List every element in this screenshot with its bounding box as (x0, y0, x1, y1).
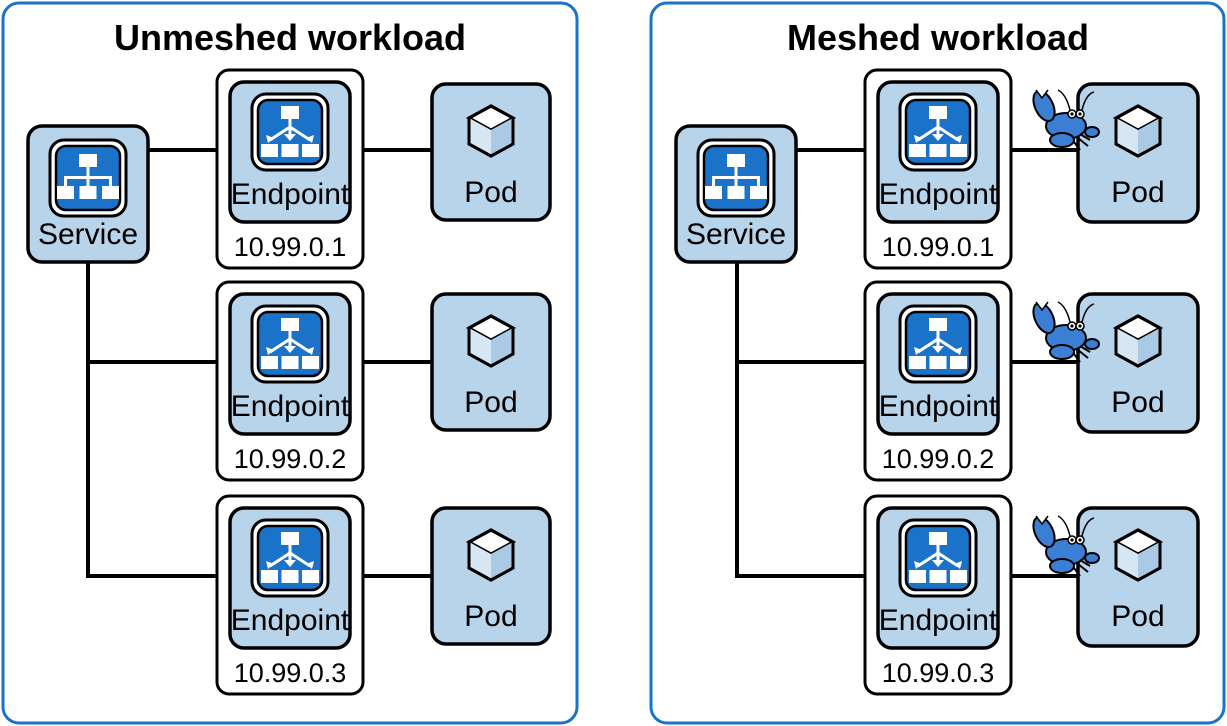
endpoint-node[interactable]: Endpoint (876, 80, 1000, 224)
endpoint-icon (898, 304, 978, 384)
endpoint-ip: 10.99.0.2 (234, 444, 347, 474)
pod-node[interactable]: Pod (430, 506, 552, 646)
endpoint-icon (250, 304, 330, 384)
pod-cube-icon (467, 314, 515, 368)
panel-meshed: Meshed workload Service Endpoint 10.99.0… (649, 1, 1226, 725)
pod-label: Pod (1111, 176, 1164, 209)
endpoint-icon (898, 92, 978, 172)
endpoint-label: Endpoint (231, 604, 350, 637)
pod-cube-icon (1114, 314, 1162, 368)
endpoint-row-2: Endpoint 10.99.0.2 Pod (215, 280, 552, 482)
endpoint-row-3: Endpoint 10.99.0.3 Pod (215, 494, 552, 696)
endpoint-label: Endpoint (231, 390, 350, 423)
pod-cube-icon (467, 528, 515, 582)
service-label: Service (686, 218, 786, 251)
endpoint-icon (250, 518, 330, 598)
endpoint-ip: 10.99.0.3 (882, 658, 995, 688)
endpoint-row-2: Endpoint 10.99.0.2 Pod (863, 280, 1200, 482)
endpoint-node[interactable]: Endpoint (228, 80, 352, 224)
endpoint-node[interactable]: Endpoint (876, 292, 1000, 436)
pod-label: Pod (1111, 600, 1164, 633)
pod-cube-icon (1114, 528, 1162, 582)
endpoint-label: Endpoint (879, 390, 998, 423)
pod-label: Pod (464, 176, 517, 209)
panel-title: Unmeshed workload (114, 17, 466, 58)
pod-label: Pod (464, 386, 517, 419)
endpoint-ip: 10.99.0.3 (234, 658, 347, 688)
pod-cube-icon (467, 104, 515, 158)
endpoint-label: Endpoint (879, 604, 998, 637)
endpoint-ip: 10.99.0.1 (234, 232, 347, 262)
endpoint-icon (898, 518, 978, 598)
pod-node[interactable]: Pod (1076, 292, 1200, 434)
service-node[interactable]: Service (26, 124, 150, 264)
pod-node[interactable]: Pod (430, 82, 552, 222)
endpoint-row-3: Endpoint 10.99.0.3 Pod (863, 494, 1200, 696)
pod-node[interactable]: Pod (1076, 82, 1200, 224)
pod-node[interactable]: Pod (1076, 506, 1200, 648)
service-node[interactable]: Service (674, 124, 798, 264)
service-label: Service (38, 218, 138, 251)
pod-label: Pod (464, 600, 517, 633)
endpoint-label: Endpoint (231, 178, 350, 211)
endpoint-row-1: Endpoint 10.99.0.1 Pod (215, 68, 552, 270)
endpoint-ip: 10.99.0.1 (882, 232, 995, 262)
endpoint-row-1: Endpoint 10.99.0.1 Pod (863, 68, 1200, 270)
endpoint-node[interactable]: Endpoint (228, 506, 352, 650)
endpoint-icon (250, 92, 330, 172)
endpoint-label: Endpoint (879, 178, 998, 211)
endpoint-node[interactable]: Endpoint (876, 506, 1000, 650)
panel-unmeshed: Unmeshed workload Service Endpoint 10.99… (1, 1, 579, 725)
pod-cube-icon (1114, 104, 1162, 158)
pod-label: Pod (1111, 386, 1164, 419)
pod-node[interactable]: Pod (430, 292, 552, 432)
panel-title: Meshed workload (787, 17, 1089, 58)
service-icon (48, 138, 128, 218)
endpoint-node[interactable]: Endpoint (228, 292, 352, 436)
service-icon (696, 138, 776, 218)
endpoint-ip: 10.99.0.2 (882, 444, 995, 474)
